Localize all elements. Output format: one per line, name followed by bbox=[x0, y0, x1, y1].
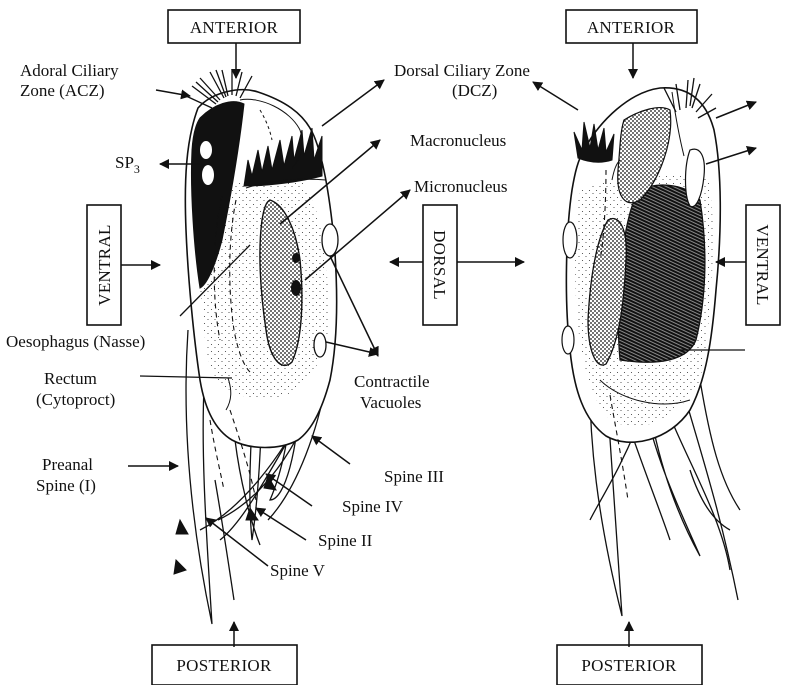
anterior-label-left: ANTERIOR bbox=[190, 18, 279, 37]
ventral-label-left: VENTRAL bbox=[95, 224, 114, 305]
anterior-box-right: ANTERIOR bbox=[566, 10, 697, 43]
spine-v-label: Spine V bbox=[270, 561, 326, 580]
contractile-vacuoles-label-2: Vacuoles bbox=[360, 393, 421, 412]
ventral-label-right: VENTRAL bbox=[753, 224, 772, 305]
posterior-box-left: POSTERIOR bbox=[152, 645, 297, 685]
dorsal-label-center: DORSAL bbox=[430, 230, 449, 300]
dorsal-ciliary-zone-label-1: Dorsal Ciliary Zone bbox=[394, 61, 530, 80]
spine-iv-label: Spine IV bbox=[342, 497, 404, 516]
rectum-label-1: Rectum bbox=[44, 369, 97, 388]
posterior-label-right: POSTERIOR bbox=[581, 656, 677, 675]
macronucleus-label: Macronucleus bbox=[410, 131, 506, 150]
dorsal-ciliary-zone-label-2: (DCZ) bbox=[452, 81, 497, 100]
micronucleus-label: Micronucleus bbox=[414, 177, 507, 196]
spine-ii-label: Spine II bbox=[318, 531, 373, 550]
left-contractile-vacuole-1 bbox=[322, 224, 338, 256]
dorsal-box-center: DORSAL bbox=[423, 205, 457, 325]
ventral-box-left: VENTRAL bbox=[87, 205, 121, 325]
left-contractile-vacuole-2 bbox=[314, 333, 326, 357]
ventral-box-right: VENTRAL bbox=[746, 205, 780, 325]
right-dark-region bbox=[618, 185, 705, 362]
left-micronucleus bbox=[291, 280, 301, 296]
contractile-vacuoles-label-1: Contractile bbox=[354, 372, 430, 391]
anterior-box-left: ANTERIOR bbox=[168, 10, 300, 43]
spine-iii-label: Spine III bbox=[384, 467, 444, 486]
preanal-spine-label-2: Spine (I) bbox=[36, 476, 96, 495]
preanal-spine-label-1: Preanal bbox=[42, 455, 93, 474]
posterior-label-left: POSTERIOR bbox=[176, 656, 272, 675]
rectum-label-2: (Cytoproct) bbox=[36, 390, 115, 409]
right-organism bbox=[562, 78, 740, 616]
adoral-ciliary-zone-label-1: Adoral Ciliary bbox=[20, 61, 119, 80]
anterior-label-right: ANTERIOR bbox=[587, 18, 676, 37]
sp3-label: SP3 bbox=[115, 153, 140, 176]
posterior-box-right: POSTERIOR bbox=[557, 645, 702, 685]
oesophagus-label: Oesophagus (Nasse) bbox=[6, 332, 145, 351]
left-organism bbox=[174, 70, 338, 624]
adoral-ciliary-zone-label-2: Zone (ACZ) bbox=[20, 81, 105, 100]
